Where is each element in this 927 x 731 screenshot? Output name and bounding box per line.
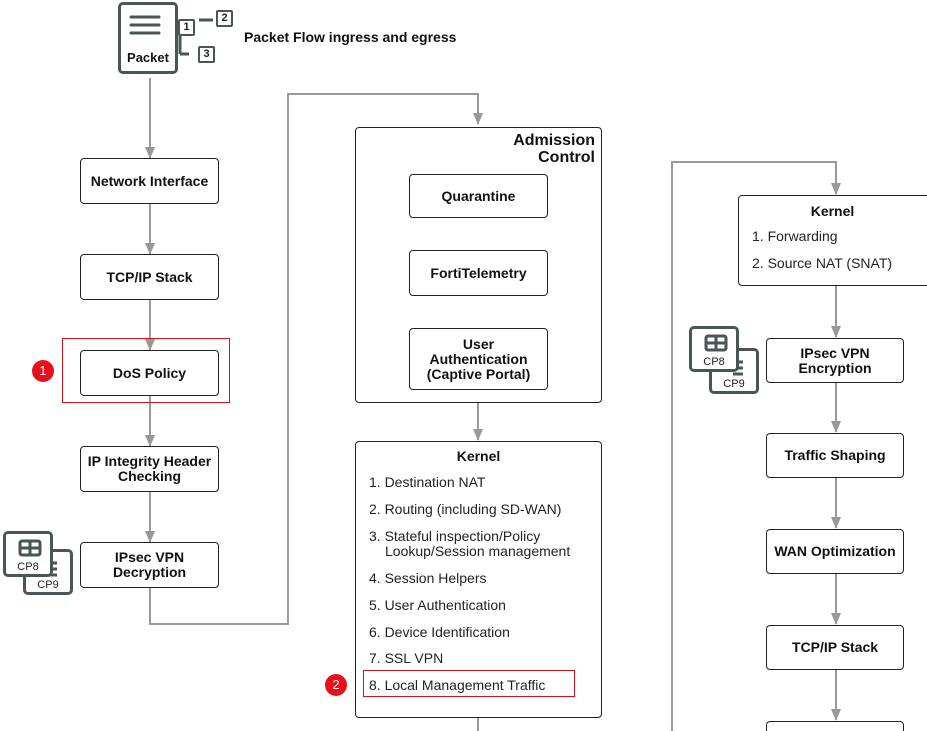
kernel-item-6: 6. Device Identification <box>369 624 510 640</box>
cp9-label: CP9 <box>37 579 59 591</box>
fortitelemetry-box: FortiTelemetry <box>409 250 548 296</box>
wan-optimization-box: WAN Optimization <box>766 529 904 574</box>
kernel-ingress-title: Kernel <box>456 448 501 464</box>
kernel-item-8: 8. Local Management Traffic <box>369 677 546 693</box>
packet-fragment-3: 3 <box>198 46 215 63</box>
ipsec-decryption-box: IPsec VPN Decryption <box>80 542 219 588</box>
callout-badge-2: 2 <box>325 674 347 696</box>
egress-item-2: 2. Source NAT (SNAT) <box>752 255 893 271</box>
ipsec-encryption-label: IPsec VPN Encryption <box>798 344 872 376</box>
network-interface-box: Network Interface <box>80 158 219 204</box>
dos-policy-label: DoS Policy <box>112 364 187 381</box>
traffic-shaping-label: Traffic Shaping <box>784 447 886 463</box>
dos-policy-box: DoS Policy <box>80 350 219 396</box>
egress-item-1: 1. Forwarding <box>752 228 838 244</box>
cp8-label: CP8 <box>17 561 39 573</box>
kernel-egress-title: Kernel <box>810 203 855 219</box>
callout-badge-1: 1 <box>32 360 54 382</box>
network-interface-label: Network Interface <box>90 172 209 189</box>
cp9-label: CP9 <box>723 378 745 390</box>
tcp-ip-stack-box: TCP/IP Stack <box>80 254 219 300</box>
ipsec-encryption-box: IPsec VPN Encryption <box>766 338 904 383</box>
cp8-label: CP8 <box>703 356 725 368</box>
kernel-item-3: 3. Stateful inspection/Policy Lookup/Ses… <box>369 528 571 559</box>
fortitelemetry-label: FortiTelemetry <box>430 264 527 281</box>
quarantine-label: Quarantine <box>441 187 516 204</box>
next-step-box <box>766 721 904 731</box>
kernel-item-1: 1. Destination NAT <box>369 474 486 490</box>
dos-policy-highlight <box>62 338 230 403</box>
kernel-item-4: 4. Session Helpers <box>369 570 487 586</box>
kernel-egress-box: Kernel <box>738 195 927 286</box>
cp8-chip-icon: CP8 <box>3 531 53 577</box>
kernel-item-7: 7. SSL VPN <box>369 650 444 666</box>
ip-integrity-box: IP Integrity Header Checking <box>80 446 219 492</box>
kernel-item-2: 2. Routing (including SD-WAN) <box>369 501 562 517</box>
tcp-ip-stack-egress-label: TCP/IP Stack <box>791 639 879 655</box>
kernel-ingress-box: Kernel <box>355 441 602 718</box>
packet-fragment-1: 1 <box>178 19 195 36</box>
local-management-highlight <box>363 670 575 697</box>
packet-label: Packet <box>127 50 169 65</box>
admission-control-title: Admission Control <box>490 132 595 166</box>
user-authentication-label: User Authentication (Captive Portal) <box>426 335 531 382</box>
quarantine-box: Quarantine <box>409 174 548 218</box>
cp8-chip-icon: CP8 <box>689 326 739 372</box>
user-authentication-box: User Authentication (Captive Portal) <box>409 328 548 390</box>
ipsec-decryption-label: IPsec VPN Decryption <box>112 549 187 580</box>
connector-column1-to-admission <box>149 93 483 625</box>
wan-optimization-label: WAN Optimization <box>774 543 896 559</box>
tcp-ip-stack-label: TCP/IP Stack <box>106 268 193 285</box>
traffic-shaping-box: Traffic Shaping <box>766 433 904 478</box>
connector-to-egress-kernel <box>671 161 841 731</box>
ip-integrity-label: IP Integrity Header Checking <box>87 453 212 484</box>
tcp-ip-stack-egress-box: TCP/IP Stack <box>766 625 904 670</box>
packet-fragment-2: 2 <box>216 10 233 27</box>
admission-control-title-text: Admission Control <box>513 132 595 166</box>
diagram-title: Packet Flow ingress and egress <box>244 29 457 45</box>
kernel-item-5: 5. User Authentication <box>369 597 506 613</box>
